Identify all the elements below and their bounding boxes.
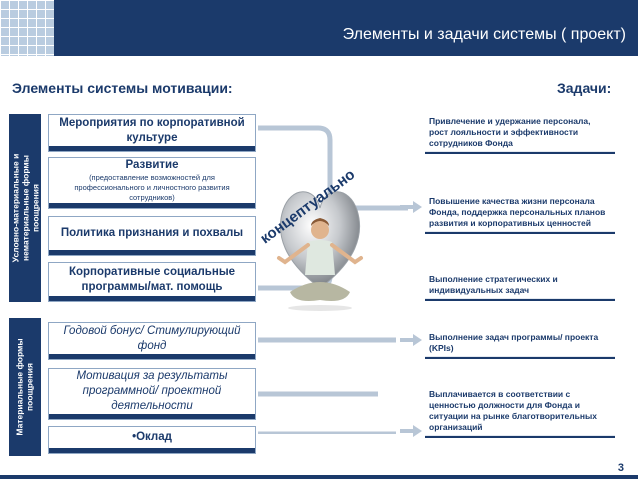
element-recognition-policy-label: Политика признания и похвалы <box>60 227 244 239</box>
element-development: Развитие (предоставление возможностей дл… <box>48 157 256 209</box>
element-social-programs: Корпоративные социальные программы/мат. … <box>48 262 256 302</box>
conceptually-label: концептуально <box>257 170 358 247</box>
footer-line <box>0 475 638 479</box>
arrow-to-task-5 <box>400 425 422 437</box>
task-strategic-goals: Выполнение стратегических и индивидуальн… <box>425 272 615 301</box>
page-number: 3 <box>617 462 624 474</box>
task-program-kpis: Выполнение задач программы/ проекта (KPI… <box>425 330 615 359</box>
header-grid-pattern <box>0 0 54 56</box>
element-corporate-culture: Мероприятия по корпоративной культуре <box>48 114 256 152</box>
task-attraction-retention: Привлечение и удержание персонала, рост … <box>425 114 615 154</box>
element-development-subtitle: (предоставление возможностей для професс… <box>74 173 230 202</box>
meditation-figure-illustration <box>277 191 363 311</box>
material-connectors <box>258 337 396 434</box>
element-annual-bonus-label: Годовой бонус/ Стимулирующий фонд <box>63 324 241 352</box>
header: Элементы и задачи системы ( проект) <box>0 0 638 56</box>
page-title: Элементы и задачи системы ( проект) <box>342 26 626 43</box>
element-corporate-culture-label: Мероприятия по корпоративной культуре <box>59 116 245 144</box>
element-salary-label: •Оклад <box>132 431 172 443</box>
conceptually-text: концептуально <box>257 170 358 247</box>
sidebar-nonmaterial-label: Условно-материальные и нематериальные фо… <box>10 153 40 263</box>
task-position-value: Выплачивается в соответствии с ценностью… <box>425 387 615 438</box>
arrow-to-task-4 <box>400 334 422 346</box>
sidebar-material: Материальные формы поощрения <box>9 318 41 456</box>
elements-heading: Элементы системы мотивации: <box>12 80 233 96</box>
element-development-title: Развитие <box>125 159 179 171</box>
svg-text:концептуально: концептуально <box>257 170 358 247</box>
header-bar <box>54 0 638 56</box>
element-annual-bonus: Годовой бонус/ Стимулирующий фонд <box>48 322 256 360</box>
arrow-to-task-2 <box>400 201 422 213</box>
element-results-motivation: Мотивация за результаты программной/ про… <box>48 368 256 420</box>
tasks-heading: Задачи: <box>557 80 612 96</box>
element-results-motivation-label: Мотивация за результаты программной/ про… <box>76 370 228 412</box>
element-salary: •Оклад <box>48 426 256 454</box>
task-quality-of-life: Повышение качества жизни персонала Фонда… <box>425 194 615 234</box>
sidebar-nonmaterial: Условно-материальные и нематериальные фо… <box>9 114 41 302</box>
sidebar-material-label: Материальные формы поощрения <box>15 338 36 436</box>
element-social-programs-label: Корпоративные социальные программы/мат. … <box>68 265 236 293</box>
element-recognition-policy: Политика признания и похвалы <box>48 216 256 256</box>
